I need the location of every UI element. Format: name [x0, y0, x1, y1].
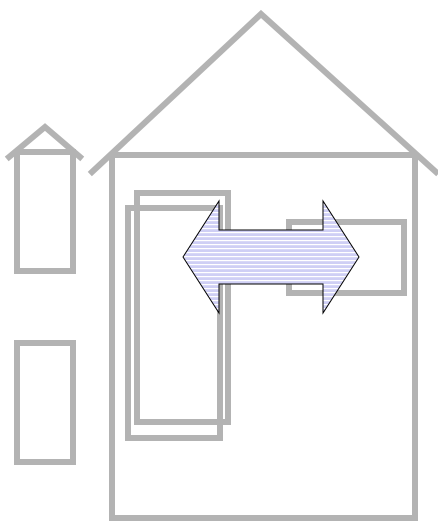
tower-icon: [9, 127, 80, 462]
double-arrow-icon: [183, 201, 359, 313]
tower-upper-body: [17, 152, 73, 271]
tower-lower-window: [17, 343, 73, 462]
house-roof: [92, 14, 436, 172]
